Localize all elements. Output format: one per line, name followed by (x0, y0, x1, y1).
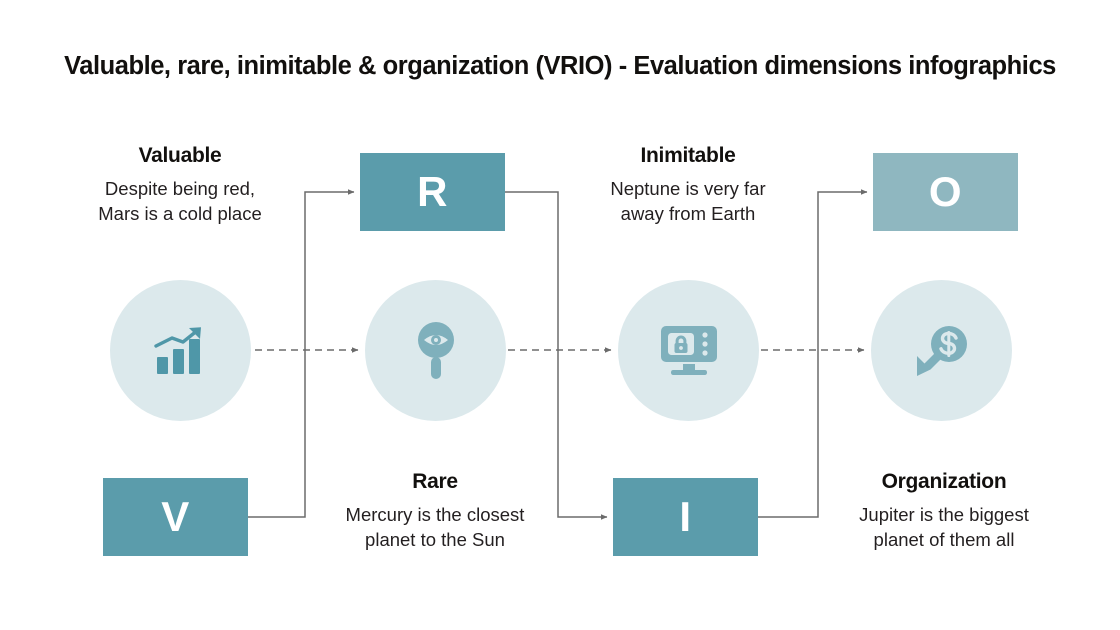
letter-glyph-i: I (679, 493, 692, 540)
heading-organization: Organization (881, 470, 1007, 493)
letter-glyph-r: R (417, 168, 448, 215)
circle-inimitable (618, 280, 759, 421)
page-title: Valuable, rare, inimitable & organizatio… (64, 52, 1056, 80)
letter-box-o[interactable]: O (873, 153, 1018, 231)
letter-glyph-o: O (928, 168, 963, 215)
description-valuable: Despite being red,Mars is a cold place (98, 178, 262, 224)
letter-glyph-v: V (161, 493, 190, 540)
dollar-coin-arrow-icon (914, 323, 970, 379)
heading-inimitable: Inimitable (640, 144, 736, 167)
text-block-valuable: Valuable Despite being red,Mars is a col… (50, 144, 310, 227)
monitor-lock-icon (659, 324, 719, 378)
letter-box-v[interactable]: V (103, 478, 248, 556)
letter-box-i[interactable]: I (613, 478, 758, 556)
letter-box-r[interactable]: R (360, 153, 505, 231)
growth-bar-chart-icon (153, 325, 209, 377)
circle-valuable (110, 280, 251, 421)
heading-valuable: Valuable (138, 144, 222, 167)
magnifier-eye-icon (414, 321, 458, 381)
circle-rare (365, 280, 506, 421)
heading-rare: Rare (412, 470, 458, 493)
circle-organization (871, 280, 1012, 421)
